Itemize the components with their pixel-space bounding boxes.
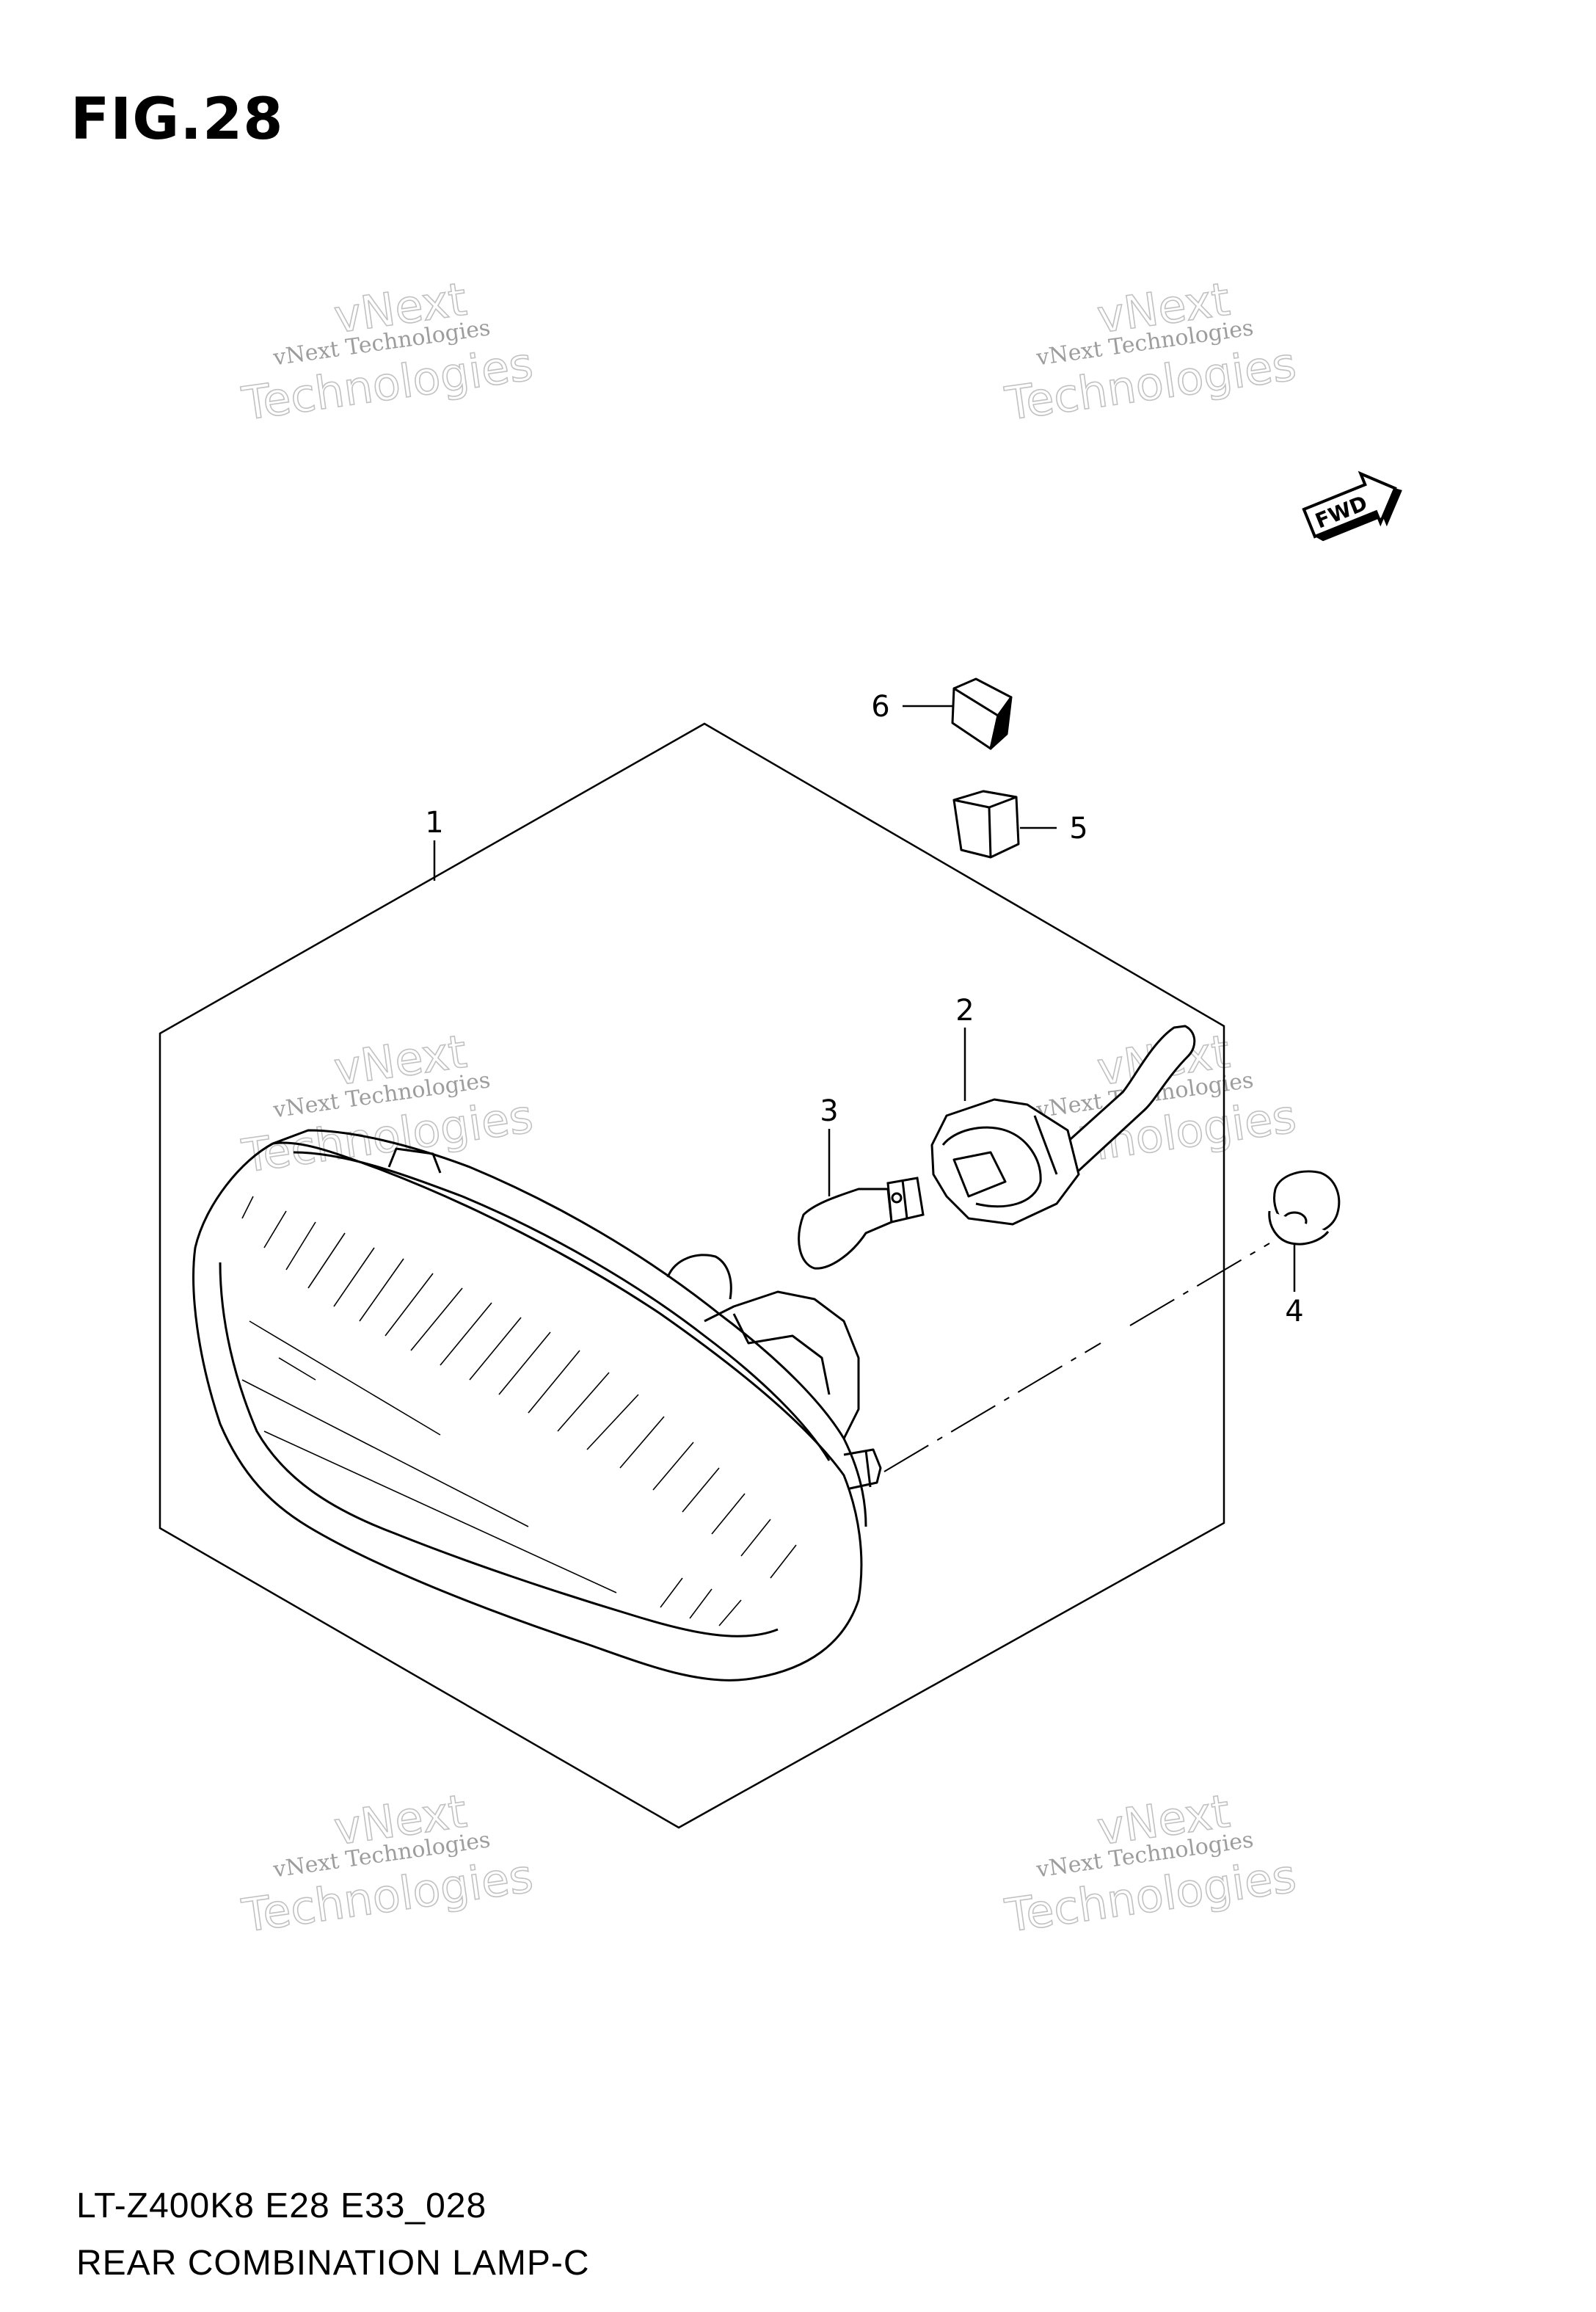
bulb-socket	[930, 1025, 1196, 1226]
watermark-top-left: vNext vNext Technologies Technologies	[238, 272, 536, 432]
callout-labels: 1 2 3 4 5 6	[425, 690, 1303, 1328]
leader-lines	[433, 705, 1296, 1292]
callout-4: 4	[1285, 1295, 1303, 1328]
lamp-mount-tab	[387, 1147, 442, 1174]
assembly-guide-line	[883, 1243, 1270, 1472]
socket-collar	[952, 1151, 1007, 1198]
grommet-flange	[1268, 1210, 1330, 1246]
pad-6-edge	[989, 696, 1013, 750]
lamp-stud-line	[864, 1450, 872, 1488]
bulb-pin	[891, 1192, 903, 1204]
arrow-shadow	[1314, 488, 1402, 542]
block-5-edge	[988, 807, 992, 858]
grommet	[1268, 1170, 1341, 1246]
lamp-top-rim-inner	[293, 1151, 831, 1461]
socket-wire	[1063, 1025, 1196, 1172]
watermark-top-right: vNext vNext Technologies Technologies	[1001, 272, 1300, 432]
bulb	[798, 1177, 925, 1270]
guide-segment-2	[1129, 1243, 1270, 1326]
lamp-housing	[192, 1129, 882, 1682]
lamp-top-rim	[272, 1129, 867, 1527]
lamp-rear-socket-inner	[732, 1313, 831, 1395]
fwd-direction-marker: FWD	[1302, 470, 1402, 542]
lamp-rear-dome	[666, 1254, 732, 1300]
callout-3: 3	[820, 1094, 838, 1128]
lens-hatching	[241, 1196, 797, 1626]
lamp-rear-socket	[704, 1290, 860, 1439]
bulb-glass	[798, 1188, 893, 1270]
watermark-bottom-left: vNext vNext Technologies Technologies	[238, 1784, 536, 1944]
model-code: LT-Z400K8 E28 E33_028	[76, 2186, 487, 2225]
guide-segment-1	[883, 1342, 1101, 1472]
assembly-outline	[158, 722, 1225, 1829]
callout-2: 2	[955, 994, 974, 1028]
watermark-bottom-right: vNext vNext Technologies Technologies	[1001, 1784, 1300, 1944]
block-part-5	[952, 790, 1020, 859]
watermark-mid-left: vNext vNext Technologies Technologies	[238, 1024, 536, 1184]
diagram-caption: REAR COMBINATION LAMP-C	[76, 2244, 590, 2283]
callout-6: 6	[871, 690, 889, 724]
figure-title: FIG.28	[70, 87, 284, 153]
lamp-stud	[843, 1448, 882, 1490]
callout-5: 5	[1069, 812, 1087, 846]
lamp-lens-outline	[192, 1141, 863, 1682]
callout-1: 1	[425, 806, 443, 840]
socket-edge	[1033, 1115, 1058, 1175]
lamp-lens-inner	[219, 1262, 779, 1637]
block-5-top	[952, 790, 1018, 809]
pad-part-6	[951, 677, 1013, 750]
bulb-base-line	[901, 1179, 908, 1219]
